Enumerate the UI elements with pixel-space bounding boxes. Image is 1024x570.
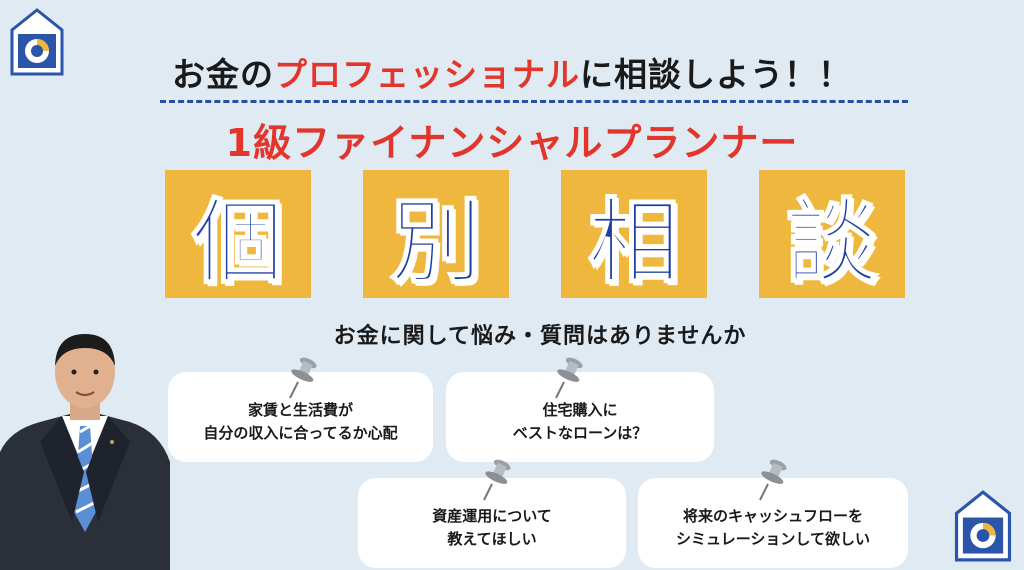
tile-dan: 談 — [759, 170, 905, 298]
subheadline: 1級ファイナンシャルプランナー — [225, 121, 799, 165]
question-text: お金に関して悩み・質問はありませんか — [333, 324, 747, 349]
push-pin-icon — [483, 459, 511, 501]
concern-bubble-rent: 家賃と生活費が自分の収入に合ってるか心配 — [168, 372, 433, 462]
push-pin-icon — [759, 459, 787, 501]
advisor-photo — [0, 334, 170, 570]
bubble-line: 教えてほしい — [447, 530, 537, 548]
push-pin-icon — [555, 357, 583, 399]
headline-part1: お金の — [172, 55, 274, 94]
house-logo-icon — [954, 490, 1012, 562]
dashed-divider — [160, 100, 908, 103]
headline: お金のプロフェッショナルに相談しよう！！ — [0, 48, 1024, 96]
bubble-line: 家賃と生活費が — [247, 400, 353, 419]
concern-bubble-cashflow: 将来のキャッシュフローをシミュレーションして欲しい — [638, 478, 908, 568]
tile-ko: 個 — [165, 170, 311, 298]
headline-part2: に相談しよう！！ — [580, 55, 852, 94]
house-logo-icon — [10, 8, 64, 76]
push-pin-icon — [289, 357, 317, 399]
tile-betsu: 別 — [363, 170, 509, 298]
tile-sou: 相 — [561, 170, 707, 298]
bubble-line: ベストなローンは？ — [512, 424, 648, 442]
bubble-line: 資産運用について — [432, 506, 552, 525]
headline-accent: プロフェッショナル — [274, 55, 580, 94]
bubble-line: シミュレーションして欲しい — [676, 530, 870, 548]
concern-bubble-investment: 資産運用について教えてほしい — [358, 478, 626, 568]
bubble-line: 将来のキャッシュフローを — [682, 506, 863, 525]
concern-bubble-loan: 住宅購入にベストなローンは？ — [446, 372, 714, 462]
bubble-line: 自分の収入に合ってるか心配 — [203, 424, 398, 442]
bubble-line: 住宅購入に — [542, 400, 618, 419]
